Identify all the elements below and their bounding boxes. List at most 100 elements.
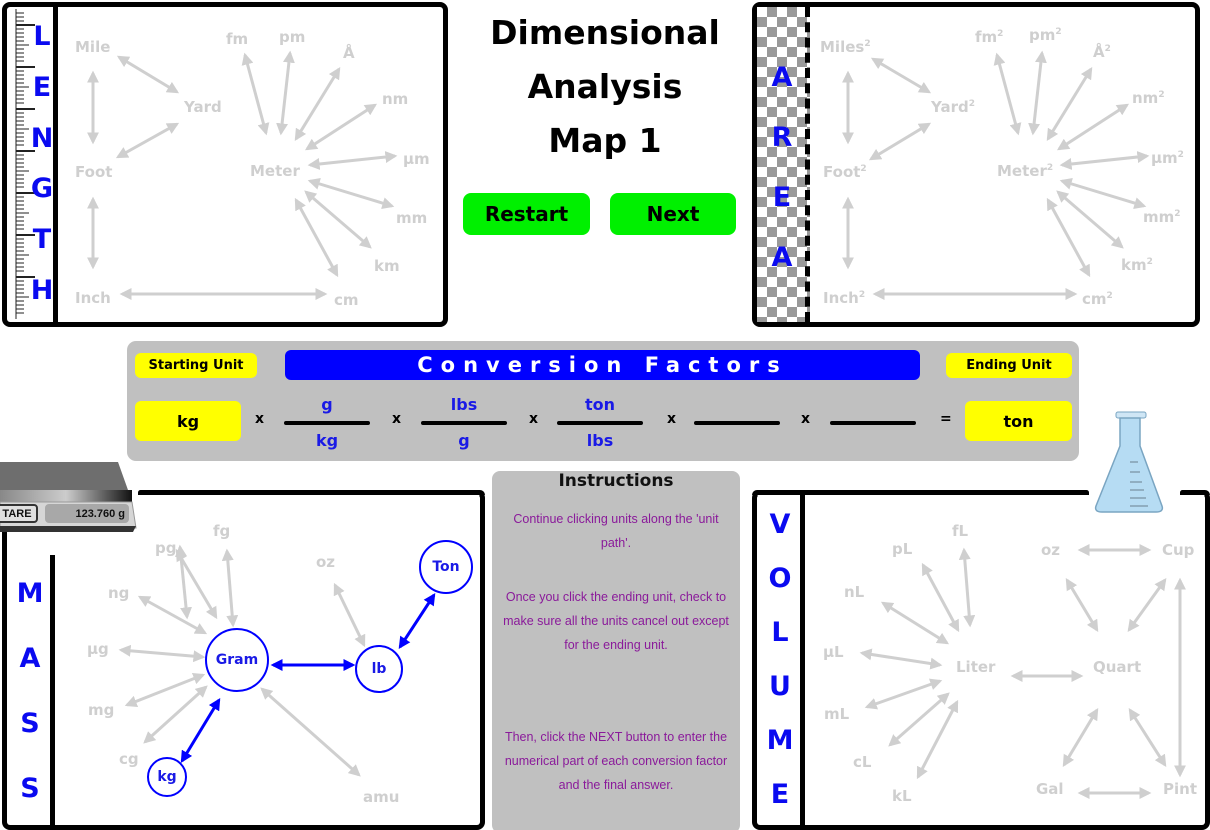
unit-fg[interactable]: fg: [213, 522, 231, 540]
unit-mm-sq[interactable]: mm2: [1143, 208, 1181, 226]
unit-pL[interactable]: pL: [892, 540, 913, 558]
conversion-factor-1[interactable]: g kg: [282, 393, 372, 453]
page-title: Dimensional Analysis Map 1: [455, 6, 755, 168]
unit-foot-sq[interactable]: Foot2: [823, 163, 867, 181]
unit-foot[interactable]: Foot: [75, 163, 113, 181]
unit-ton-node[interactable]: Ton: [419, 540, 473, 594]
unit-cm[interactable]: cm: [334, 291, 359, 309]
unit-mg[interactable]: mg: [88, 701, 115, 719]
factor-numerator: g: [321, 395, 333, 414]
unit-inch-sq[interactable]: Inch2: [823, 289, 866, 307]
unit-yard[interactable]: Yard: [184, 98, 222, 116]
unit-fm-sq[interactable]: fm2: [975, 28, 1004, 46]
tare-button[interactable]: TARE: [0, 504, 38, 523]
unit-nm[interactable]: nm: [382, 90, 409, 108]
next-button[interactable]: Next: [610, 193, 736, 235]
mass-arrows: [118, 544, 436, 777]
volume-top-border-right: [1180, 490, 1210, 495]
unit-inch[interactable]: Inch: [75, 289, 111, 307]
unit-angstrom-sq[interactable]: Å2: [1093, 43, 1111, 61]
volume-arrows: [859, 544, 1186, 799]
unit-miles-sq[interactable]: Miles2: [820, 38, 871, 56]
starting-unit-label: Starting Unit: [135, 353, 257, 378]
unit-kg-node[interactable]: kg: [147, 757, 187, 797]
area-letter: R: [771, 121, 793, 153]
unit-cg[interactable]: cg: [119, 750, 139, 768]
conversion-factor-2[interactable]: lbs g: [419, 393, 509, 453]
length-letter: L: [33, 20, 51, 52]
fraction-bar: [284, 421, 370, 425]
unit-kL[interactable]: kL: [892, 787, 912, 805]
volume-letter: M: [766, 725, 794, 757]
fraction-bar: [557, 421, 643, 425]
factor-denominator: lbs: [586, 431, 614, 450]
unit-nm-sq[interactable]: nm2: [1132, 89, 1165, 107]
length-letter: H: [30, 275, 54, 307]
restart-button[interactable]: Restart: [463, 193, 590, 235]
unit-fL[interactable]: fL: [952, 522, 969, 540]
unit-ng[interactable]: ng: [108, 584, 130, 602]
fraction-bar: [694, 421, 780, 425]
unit-oz[interactable]: oz: [1041, 541, 1061, 559]
unit-ug[interactable]: µg: [87, 640, 109, 658]
unit-um[interactable]: µm: [403, 150, 430, 168]
unit-yard-sq[interactable]: Yard2: [931, 98, 976, 116]
volume-letter: U: [769, 671, 791, 703]
conversion-factor-4[interactable]: [692, 393, 782, 453]
unit-liter[interactable]: Liter: [956, 658, 996, 676]
unit-angstrom[interactable]: Å: [343, 44, 355, 62]
starting-unit-value[interactable]: kg: [135, 401, 241, 441]
conversion-bar: Starting Unit Conversion Factors Ending …: [127, 341, 1079, 461]
multiply-sign: x: [529, 411, 539, 427]
factor-denominator: g: [458, 431, 470, 450]
title-line: Map 1: [548, 121, 662, 160]
area-letter: A: [771, 61, 793, 93]
unit-lb-node[interactable]: lb: [355, 645, 403, 693]
area-letter: A: [771, 241, 793, 273]
instructions-paragraph: Once you click the ending unit, check to…: [503, 590, 729, 652]
title-line: Dimensional: [490, 13, 720, 52]
flask-icon: [1090, 410, 1165, 515]
ending-unit-label: Ending Unit: [946, 353, 1072, 378]
unit-km-sq[interactable]: km2: [1121, 256, 1153, 274]
unit-mL[interactable]: mL: [824, 705, 850, 723]
unit-nL[interactable]: nL: [844, 583, 865, 601]
unit-gram-node[interactable]: Gram: [205, 628, 269, 692]
unit-fm[interactable]: fm: [226, 30, 249, 48]
erlenmeyer-flask: [1094, 411, 1164, 513]
unit-um-sq[interactable]: µm2: [1151, 149, 1184, 167]
unit-meter[interactable]: Meter: [250, 162, 300, 180]
volume-panel: V O L U M E fL pL nL µL mL cL: [752, 490, 1210, 830]
unit-uL[interactable]: µL: [823, 643, 844, 661]
unit-amu[interactable]: amu: [363, 788, 400, 806]
conversion-factor-3[interactable]: ton lbs: [555, 393, 645, 453]
multiply-sign: x: [255, 411, 265, 427]
unit-pint[interactable]: Pint: [1163, 780, 1197, 798]
volume-letter: L: [771, 616, 789, 648]
unit-pm[interactable]: pm: [279, 28, 306, 46]
unit-gal[interactable]: Gal: [1036, 780, 1064, 798]
unit-pg[interactable]: pg: [155, 539, 177, 557]
unit-cm-sq[interactable]: cm2: [1082, 290, 1113, 308]
unit-quart[interactable]: Quart: [1093, 658, 1142, 676]
checkered-strip: A R E A: [757, 7, 810, 322]
length-arrows: [87, 50, 398, 300]
instructions-panel: Instructions Continue clicking units alo…: [492, 471, 740, 830]
unit-pm-sq[interactable]: pm2: [1029, 26, 1062, 44]
length-panel: L E N G T H Mile Yard Foot Inch Meter fm: [2, 2, 448, 327]
unit-cL[interactable]: cL: [853, 753, 872, 771]
ending-unit-value[interactable]: ton: [965, 401, 1072, 441]
unit-cup[interactable]: Cup: [1162, 541, 1195, 559]
unit-km[interactable]: km: [374, 257, 400, 275]
unit-mile[interactable]: Mile: [75, 38, 111, 56]
area-letter: E: [772, 181, 792, 213]
multiply-sign: x: [667, 411, 677, 427]
unit-mm[interactable]: mm: [396, 209, 428, 227]
mass-top-border: [138, 490, 485, 495]
unit-oz[interactable]: oz: [316, 553, 336, 571]
conversion-factor-5[interactable]: [828, 393, 918, 453]
instructions-title: Instructions: [558, 471, 674, 491]
volume-letter: O: [768, 562, 792, 594]
unit-meter-sq[interactable]: Meter2: [997, 162, 1054, 180]
conversion-factors-banner: Conversion Factors: [285, 350, 920, 380]
